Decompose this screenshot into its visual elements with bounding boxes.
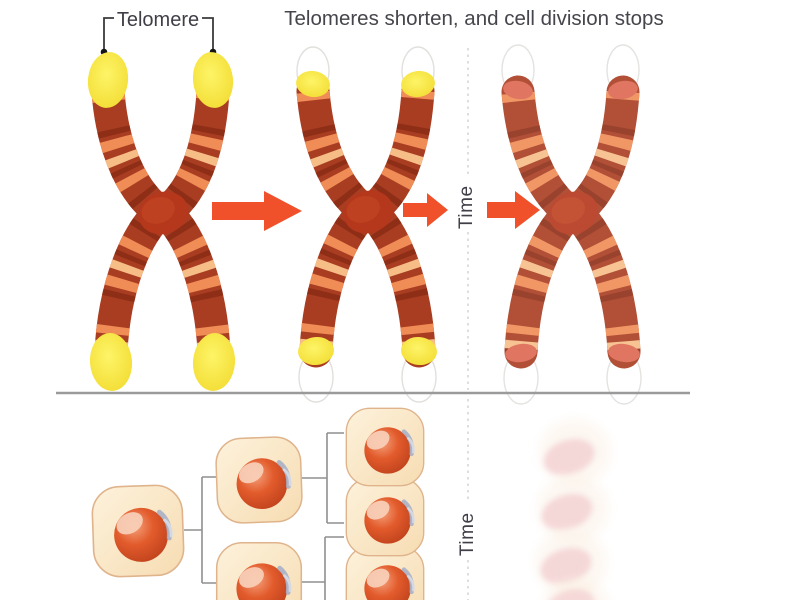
lineage-bracket-1 bbox=[184, 476, 217, 584]
cell-generation-2 bbox=[215, 436, 303, 600]
time-label-bottom: Time bbox=[457, 512, 478, 556]
faded-cell bbox=[543, 578, 609, 600]
telomere-cap bbox=[89, 333, 133, 391]
chromosome-stage-3 bbox=[501, 44, 642, 405]
chromosome-end-bare bbox=[608, 343, 640, 363]
lineage-bracket-2 bbox=[301, 432, 344, 524]
telomere-cap-short bbox=[296, 70, 330, 98]
telomere-label: Telomere bbox=[117, 9, 199, 31]
telomere-cap-short bbox=[298, 336, 334, 366]
faded-cell bbox=[535, 530, 607, 596]
cell-generation-3 bbox=[346, 408, 425, 600]
lineage-bracket-3 bbox=[301, 536, 344, 600]
senescent-cells bbox=[535, 419, 611, 600]
chromosome-end-bare bbox=[505, 343, 537, 363]
arrow-right-icon bbox=[487, 191, 540, 229]
telomere-cap-short bbox=[401, 70, 435, 98]
faded-cell bbox=[537, 476, 609, 542]
faded-cell bbox=[539, 419, 611, 485]
chromosome-end-bare bbox=[503, 80, 533, 100]
chromosome-stage-1 bbox=[87, 52, 236, 391]
telomere-pointer-left bbox=[103, 17, 114, 49]
chromosome-stage-2 bbox=[296, 46, 437, 403]
arrow-right-icon bbox=[403, 193, 448, 227]
telomere-cap bbox=[192, 52, 234, 108]
cell bbox=[91, 484, 184, 577]
telomere-pointer-right bbox=[202, 17, 214, 49]
time-label-top: Time bbox=[456, 185, 477, 229]
arrow-right-icon bbox=[212, 191, 302, 231]
page-title: Telomeres shorten, and cell division sto… bbox=[284, 7, 663, 30]
telomere-cap bbox=[192, 333, 236, 391]
cell bbox=[346, 408, 423, 485]
telomere-cap bbox=[87, 52, 129, 108]
chromosome-end-bare bbox=[608, 80, 638, 100]
telomere-cap-short bbox=[401, 336, 437, 366]
cell-generation-1 bbox=[91, 484, 184, 577]
cell bbox=[346, 478, 423, 555]
cell bbox=[215, 436, 303, 524]
cell bbox=[217, 543, 302, 600]
